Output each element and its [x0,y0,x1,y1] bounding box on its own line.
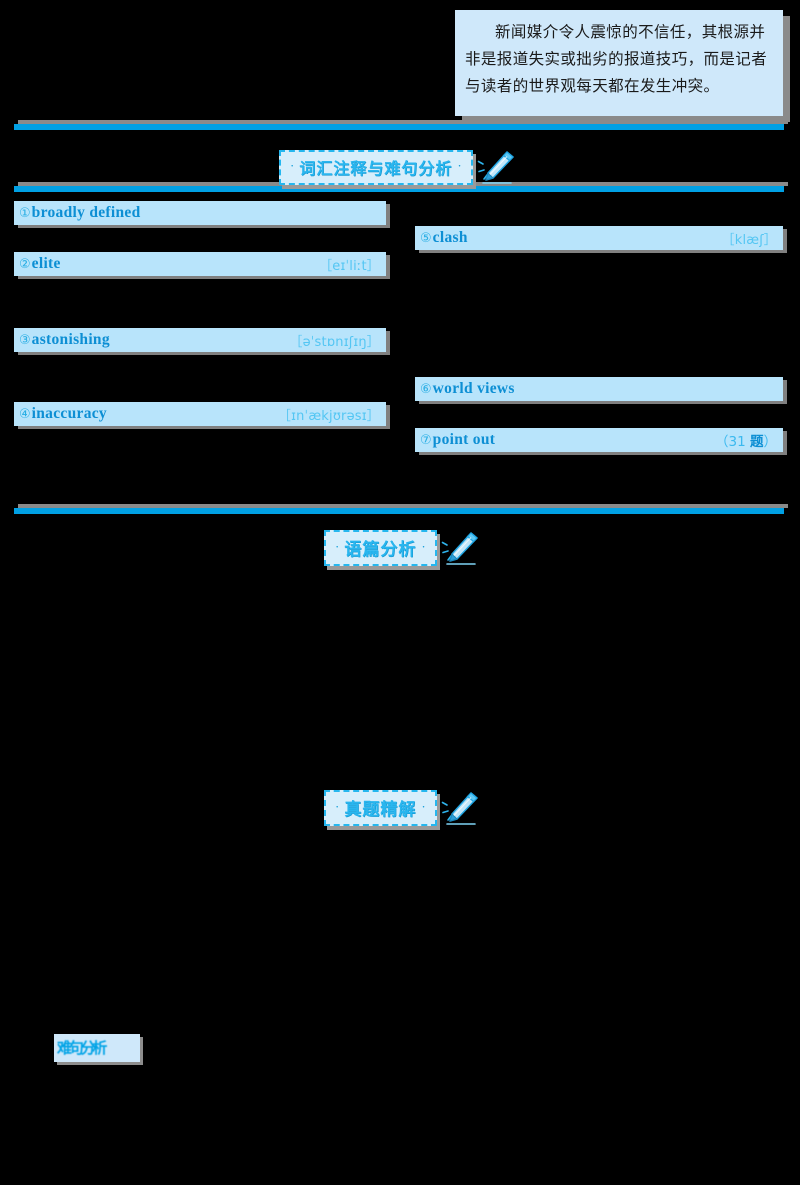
vocab-entry-word: world views [432,380,515,397]
vocab-entry-number: ① [19,205,31,221]
vocab-entry-question-ref: （31 题） [715,434,777,450]
section-chip-discourse: · 语篇分析 · [324,530,437,566]
vocab-entry-phonetic: ［klæʃ］ [721,232,777,248]
difficult-sentence-label-text: 难句分析 [57,1039,107,1057]
divider-rule-above-discourse-header [14,504,788,514]
translation-text: 新闻媒介令人震惊的不信任，其根源并非是报道失实或拙劣的报道技巧，而是记者与读者的… [465,23,768,95]
vocab-entry-word: inaccuracy [31,405,107,422]
vocab-entry-phonetic: ［əˈstɒnɪʃɪŋ］ [289,334,380,350]
vocab-entry-number: ⑥ [420,381,432,397]
section-header-vocabulary: · 词汇注释与难句分析 · [279,148,517,186]
vocab-entry-5[interactable]: ⑤ clash ［klæʃ］ [415,226,783,250]
pencil-icon [441,529,481,567]
bullet-dot-left: · [290,158,295,173]
vocab-entry-number: ② [19,256,31,272]
translation-box: 新闻媒介令人震惊的不信任，其根源并非是报道失实或拙劣的报道技巧，而是记者与读者的… [455,10,783,116]
section-title-exam-explanation: 真题精解 [344,800,417,820]
vocab-entry-word: elite [31,255,61,272]
vocab-entry-number: ⑦ [420,432,432,448]
bullet-dot-right: · [457,158,462,173]
vocab-entry-phonetic: ［eɪˈliːt］ [319,258,380,274]
bullet-dot-left: · [335,539,340,554]
vocab-entry-1[interactable]: ① broadly defined [14,201,386,225]
vocab-entry-word: astonishing [31,331,110,348]
vocab-entry-4[interactable]: ④ inaccuracy ［ɪnˈækjʊrəsɪ］ [14,402,386,426]
vocab-entry-number: ③ [19,332,31,348]
section-title-discourse: 语篇分析 [344,540,417,560]
bullet-dot-right: · [421,539,426,554]
difficult-sentence-label: 难句分析 [54,1034,140,1062]
section-chip-vocabulary: · 词汇注释与难句分析 · [279,149,473,185]
vocab-entry-6[interactable]: ⑥ world views [415,377,783,401]
vocab-entry-number: ④ [19,406,31,422]
vocab-entry-word: broadly defined [31,204,141,221]
divider-rule-under-vocab-header [14,182,788,192]
pencil-icon [441,789,481,827]
bullet-dot-left: · [335,799,340,814]
vocab-entry-7[interactable]: ⑦ point out （31 题） [415,428,783,452]
vocab-entry-phonetic: ［ɪnˈækjʊrəsɪ］ [277,408,380,424]
section-title-vocabulary: 词汇注释与难句分析 [299,158,453,178]
bullet-dot-right: · [421,799,426,814]
vocab-entry-2[interactable]: ② elite ［eɪˈliːt］ [14,252,386,276]
section-header-discourse: · 语篇分析 · [324,529,481,567]
section-chip-exam-explanation: · 真题精解 · [324,790,437,826]
vocab-entry-word: point out [432,431,496,448]
vocab-entry-number: ⑤ [420,230,432,246]
divider-rule-top [14,120,788,130]
vocab-entry-word: clash [432,229,468,246]
section-header-exam-explanation: · 真题精解 · [324,789,481,827]
vocab-entry-3[interactable]: ③ astonishing ［əˈstɒnɪʃɪŋ］ [14,328,386,352]
pencil-icon [477,148,517,186]
